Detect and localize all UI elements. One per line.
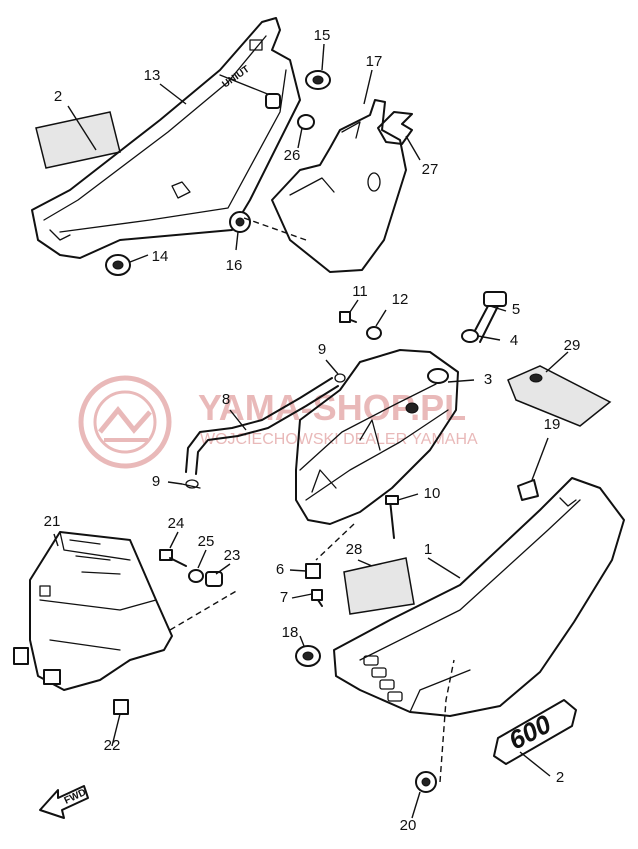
fwd-arrow-icon: FWD bbox=[39, 785, 89, 819]
callout-2-bottom: 2 bbox=[556, 769, 564, 786]
callout-8: 8 bbox=[222, 391, 230, 408]
part-17-bracket bbox=[271, 99, 407, 273]
part-4-washer bbox=[461, 329, 479, 343]
dashed-lines bbox=[169, 217, 455, 783]
callout-5: 5 bbox=[512, 301, 520, 318]
part-25-nut bbox=[188, 569, 204, 583]
part-12-washer bbox=[366, 326, 382, 340]
callout-18: 18 bbox=[282, 624, 299, 641]
callout-13: 13 bbox=[144, 67, 161, 84]
callout-21: 21 bbox=[44, 513, 61, 530]
callout-9-upper: 9 bbox=[318, 341, 326, 358]
callout-7: 7 bbox=[280, 589, 288, 606]
part-16-grommet bbox=[171, 181, 251, 233]
part-1-side-cover bbox=[333, 477, 625, 717]
callout-17: 17 bbox=[366, 53, 383, 70]
part-2-badge: 600 bbox=[493, 699, 577, 765]
part-23-collar bbox=[205, 571, 223, 587]
callout-12: 12 bbox=[392, 291, 409, 308]
callout-25: 25 bbox=[198, 533, 215, 550]
callout-28: 28 bbox=[346, 541, 363, 558]
part-20-grommet bbox=[415, 771, 437, 793]
callout-9-lower: 9 bbox=[152, 473, 160, 490]
part-6-nut bbox=[305, 563, 321, 579]
watermark-subtitle: WOJCIECHOWSKI DEALER YAMAHA bbox=[200, 431, 478, 448]
part-5-cap bbox=[469, 291, 507, 343]
part-26-grommet bbox=[265, 93, 315, 130]
part-24-bolt bbox=[159, 549, 187, 567]
watermark-logo-icon bbox=[78, 375, 172, 469]
callout-16: 16 bbox=[226, 257, 243, 274]
callout-11: 11 bbox=[352, 283, 368, 300]
part-7-screw bbox=[311, 589, 323, 607]
part-21-battery-box bbox=[13, 531, 173, 691]
callout-6: 6 bbox=[276, 561, 284, 578]
part-29-pad bbox=[507, 365, 612, 427]
leader-lines bbox=[53, 43, 569, 819]
callout-3: 3 bbox=[484, 371, 492, 388]
callout-15: 15 bbox=[314, 27, 331, 44]
part-18-grommet bbox=[295, 645, 321, 667]
callout-1: 1 bbox=[424, 541, 432, 558]
callout-10: 10 bbox=[424, 485, 441, 502]
callout-4: 4 bbox=[510, 332, 518, 349]
part-8-hose bbox=[185, 377, 339, 475]
part-15-grommet bbox=[305, 70, 331, 90]
part-19-grommet bbox=[517, 479, 539, 501]
part-11-bolt bbox=[339, 311, 357, 323]
part-10-bolt bbox=[385, 495, 399, 539]
callout-20: 20 bbox=[400, 817, 417, 834]
callout-14: 14 bbox=[152, 248, 169, 265]
callout-27: 27 bbox=[422, 161, 439, 178]
part-9-clamp-lower bbox=[181, 479, 201, 489]
callout-23: 23 bbox=[224, 547, 241, 564]
callout-22: 22 bbox=[104, 737, 121, 754]
part-14-grommet bbox=[105, 254, 131, 276]
callout-labels: 2 13 15 17 26 27 14 16 11 12 5 4 9 3 29 … bbox=[44, 27, 581, 834]
part-2-decal-top bbox=[35, 111, 121, 169]
callout-26: 26 bbox=[284, 147, 301, 164]
part-22-clip bbox=[113, 699, 129, 715]
callout-19: 19 bbox=[544, 416, 561, 433]
part-27-clip bbox=[377, 111, 413, 145]
part-3-tank bbox=[295, 349, 459, 525]
part-9-clamp-upper bbox=[334, 373, 346, 383]
callout-2-top: 2 bbox=[54, 88, 62, 105]
part-28-decal bbox=[343, 557, 415, 615]
callout-29: 29 bbox=[564, 337, 581, 354]
watermark: YAMA-SHOP.PL WOJCIECHOWSKI DEALER YAMAHA bbox=[78, 375, 478, 469]
callout-24: 24 bbox=[168, 515, 185, 532]
watermark-title: YAMA-SHOP.PL bbox=[198, 387, 466, 428]
